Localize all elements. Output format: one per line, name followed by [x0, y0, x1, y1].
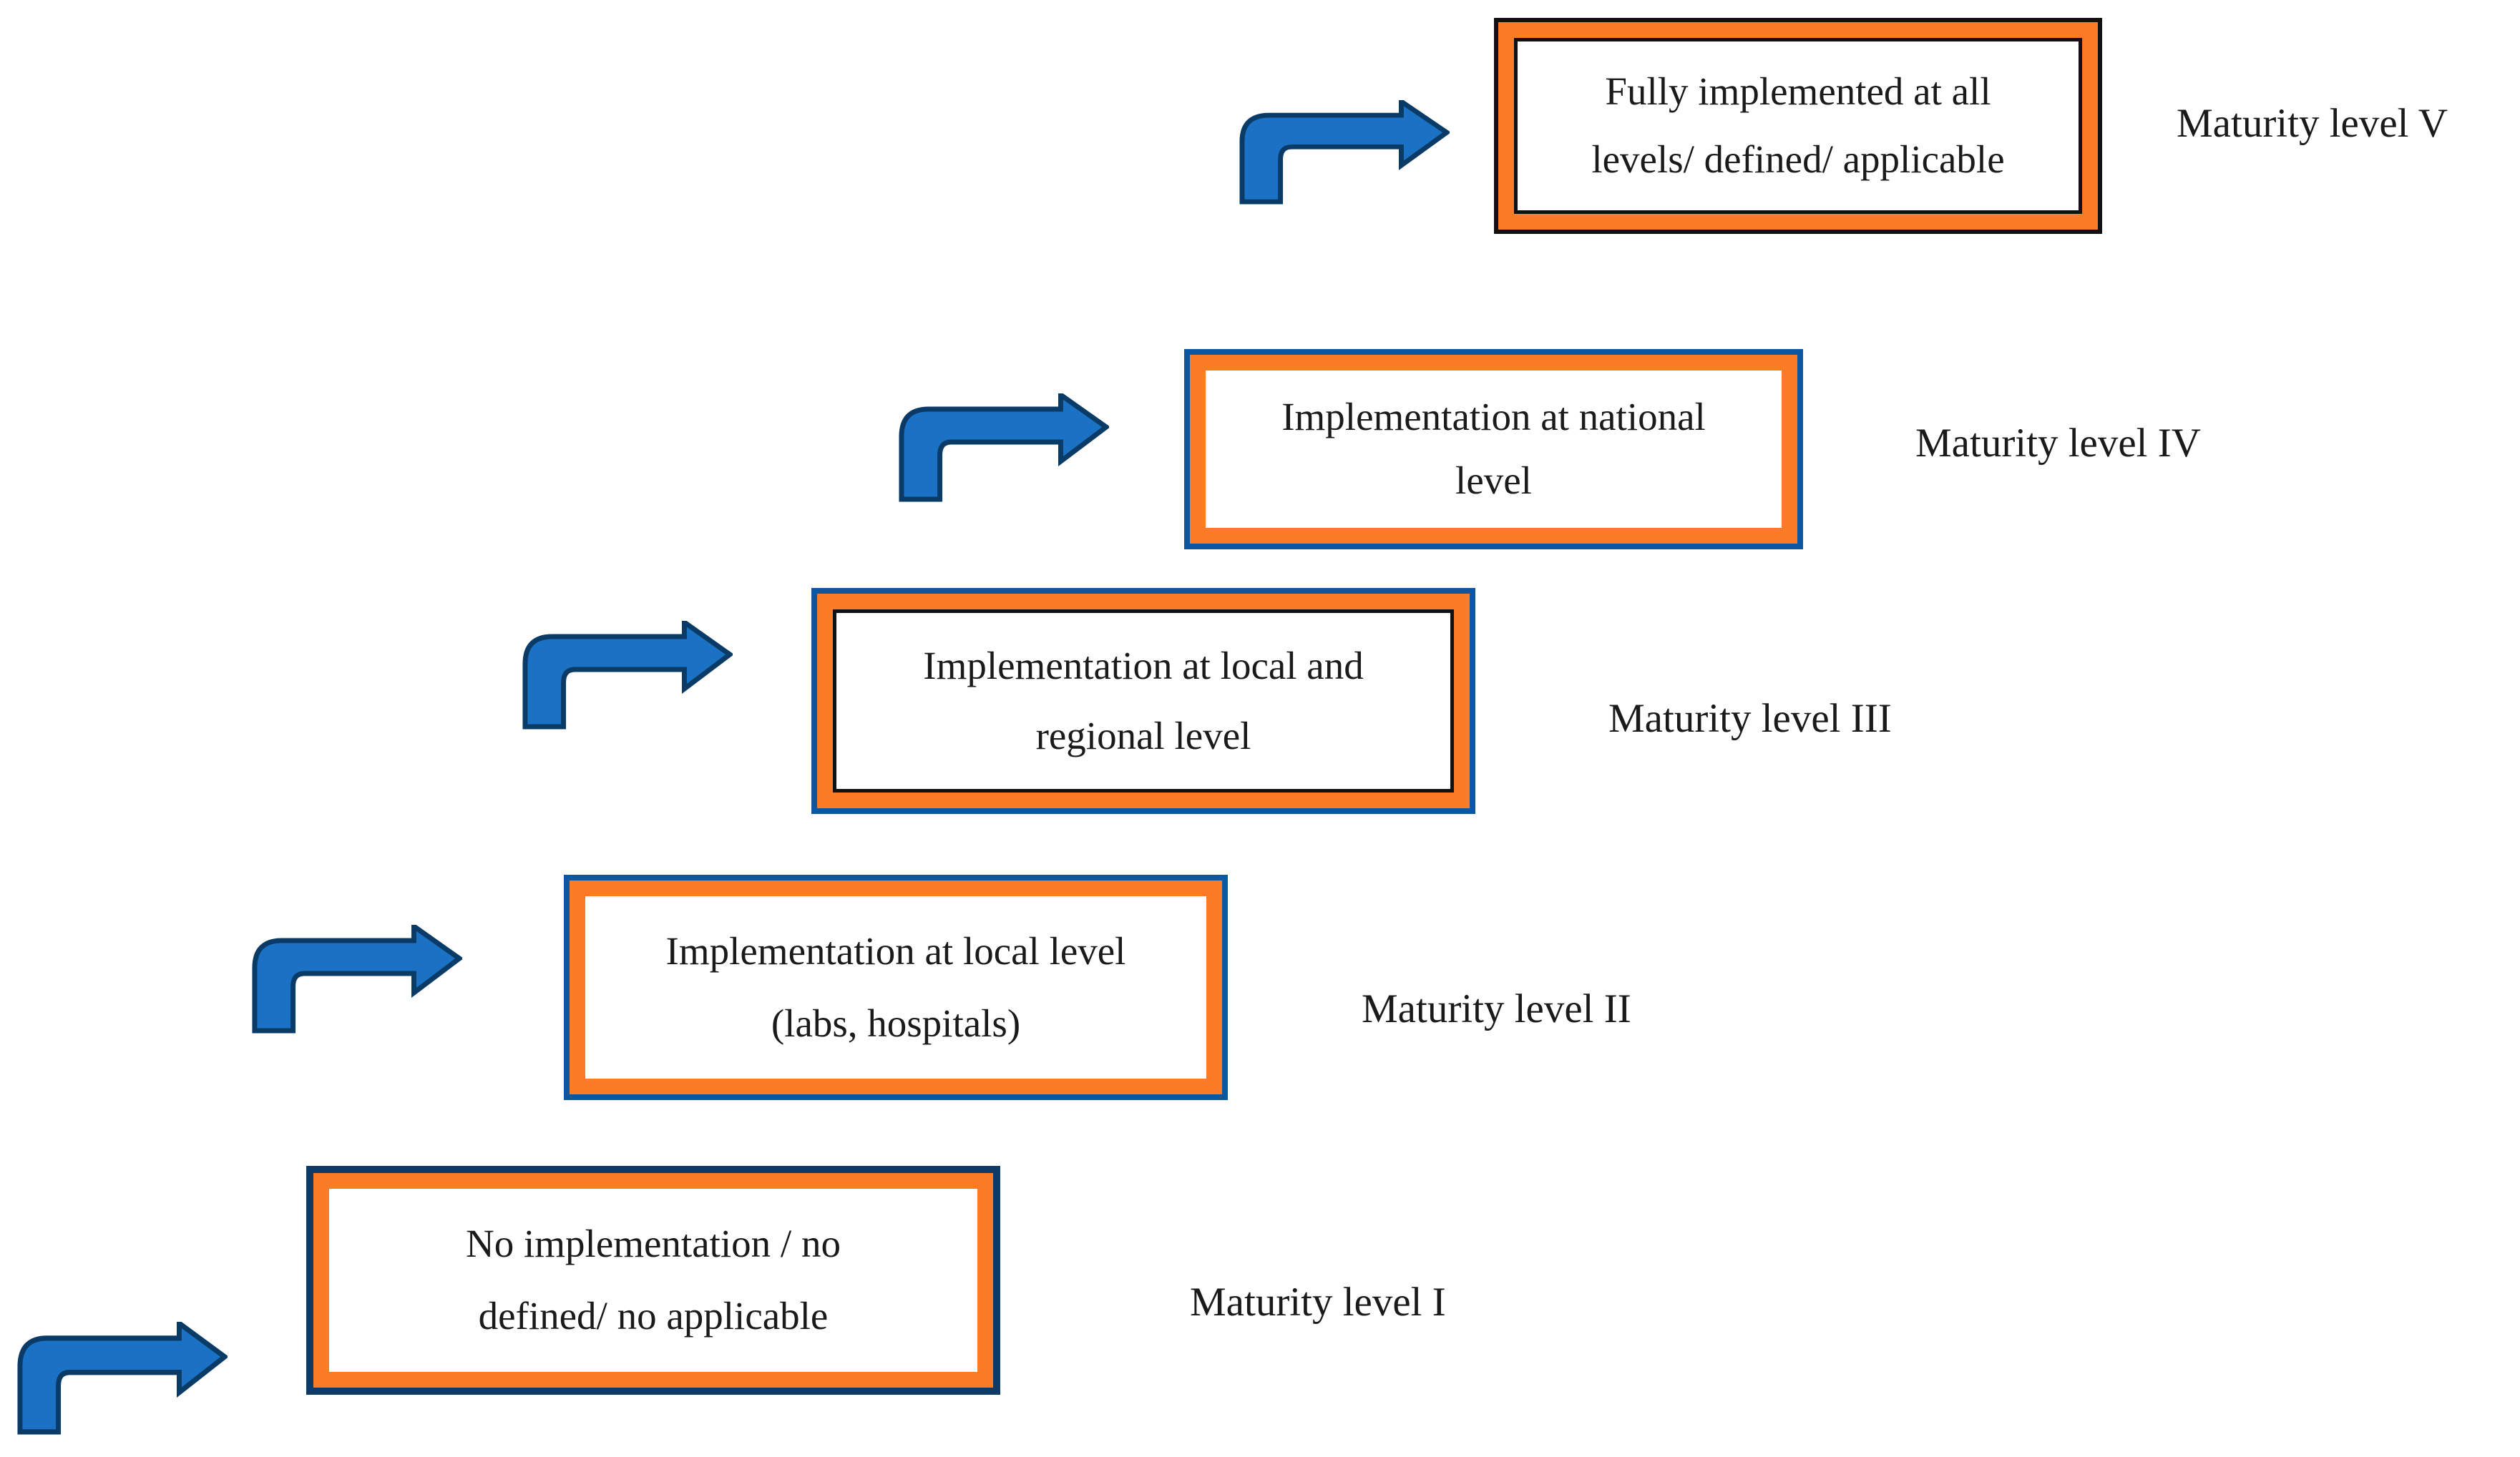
- maturity-level-4-box-inner: Implementation at national level: [1206, 371, 1782, 528]
- maturity-level-3-box-inner: Implementation at local and regional lev…: [833, 609, 1454, 793]
- maturity-level-4-label: Maturity level IV: [1915, 421, 2201, 466]
- maturity-level-1-text-line1: No implementation / no: [466, 1221, 841, 1265]
- maturity-level-2-box-inner: Implementation at local level (labs, hos…: [585, 896, 1206, 1079]
- maturity-level-3-box: Implementation at local and regional lev…: [811, 588, 1475, 814]
- maturity-level-2-box: Implementation at local level (labs, hos…: [564, 875, 1228, 1100]
- maturity-level-3-text-line1: Implementation at local and: [923, 643, 1364, 687]
- maturity-level-4-box: Implementation at national level: [1184, 349, 1803, 549]
- maturity-level-4-text-line1: Implementation at national: [1281, 394, 1706, 438]
- maturity-level-5-text-line1: Fully implemented at all: [1605, 69, 1991, 114]
- bent-arrow-icon-level-5: [1236, 100, 1450, 205]
- maturity-level-1-box-inner: No implementation / no defined/ no appli…: [329, 1189, 977, 1372]
- maturity-level-1-box: No implementation / no defined/ no appli…: [306, 1166, 1000, 1395]
- maturity-level-5-label: Maturity level V: [2177, 101, 2448, 146]
- maturity-level-2-text-line1: Implementation at local level: [665, 928, 1126, 973]
- maturity-level-1-text-line2: defined/ no applicable: [478, 1294, 829, 1338]
- maturity-level-5-box: Fully implemented at all levels/ defined…: [1494, 18, 2102, 234]
- maturity-level-3-label: Maturity level III: [1608, 696, 1892, 741]
- maturity-level-5-box-inner: Fully implemented at all levels/ defined…: [1514, 38, 2082, 214]
- bent-arrow-icon-level-4: [896, 393, 1109, 502]
- bent-arrow-icon-level-3: [519, 621, 733, 730]
- maturity-level-5-text-line2: levels/ defined/ applicable: [1591, 137, 2005, 182]
- bent-arrow-icon-level-2: [249, 925, 462, 1034]
- maturity-level-1-label: Maturity level I: [1190, 1280, 1446, 1325]
- maturity-level-2-text-line2: (labs, hospitals): [771, 1001, 1021, 1045]
- maturity-level-2-label: Maturity level II: [1362, 986, 1631, 1031]
- maturity-level-4-text-line2: level: [1455, 458, 1532, 503]
- maturity-level-3-text-line2: regional level: [1035, 713, 1251, 757]
- bent-arrow-icon-level-1: [14, 1322, 228, 1435]
